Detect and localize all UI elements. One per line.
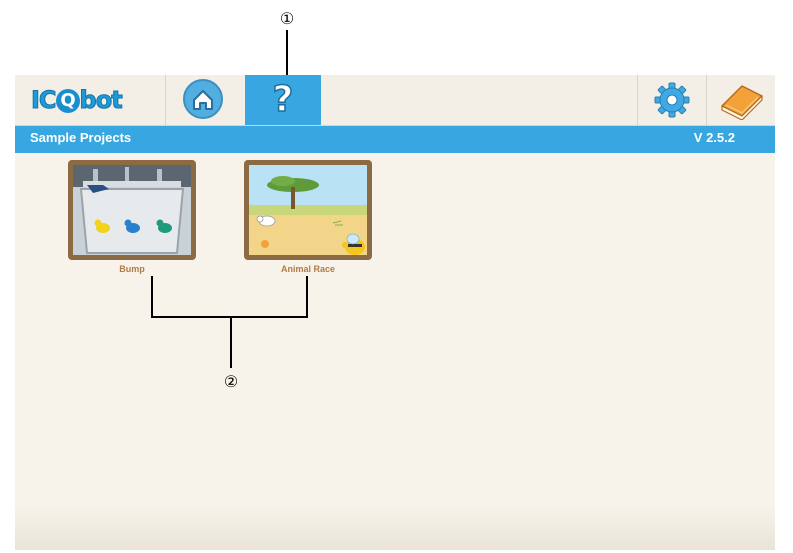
toolbar-divider [706,75,707,125]
annotation-marker-1: ① [279,9,295,28]
page-title: Sample Projects [30,130,132,145]
annotation-marker-2: ② [223,372,239,391]
annotation-line-1 [286,30,288,80]
settings-button[interactable] [639,75,705,125]
manual-button[interactable] [707,75,775,125]
project-label-bump: Bump [119,264,145,274]
annotation-line-2d [230,316,232,368]
gear-icon [654,82,690,118]
project-label-animal-race: Animal Race [280,264,336,274]
book-icon [721,85,763,120]
project-card-bump[interactable]: Bump [68,160,196,274]
annotation-line-2c [151,316,308,318]
bottom-bar [15,505,775,550]
project-thumbnail-animal-race [244,160,372,260]
toolbar-divider [637,75,638,125]
project-thumbnail-bump [68,160,196,260]
home-tab-button[interactable] [167,75,243,125]
help-tab-button[interactable]: ? [245,75,321,125]
version-label: V 2.5.2 [693,130,735,145]
annotation-line-2a [151,276,153,318]
home-icon [183,79,223,119]
project-card-animal-race[interactable]: Animal Race [244,160,372,274]
toolbar-divider [165,75,166,125]
annotation-line-2b [306,276,308,318]
title-bar: Sample Projects V 2.5.2 [15,126,775,153]
question-icon: ? [272,78,294,121]
